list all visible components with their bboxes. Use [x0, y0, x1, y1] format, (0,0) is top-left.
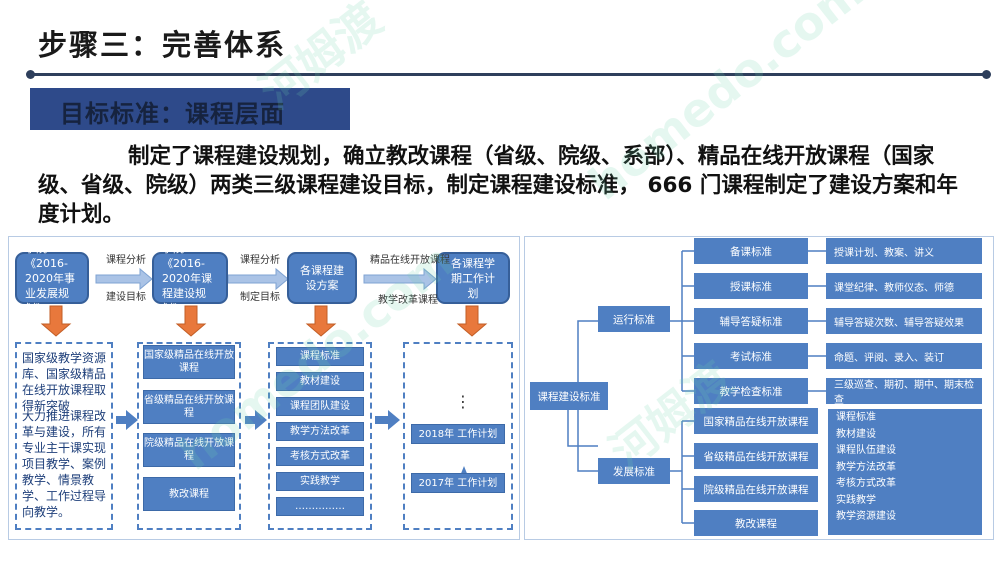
- down-arrow-3: [305, 305, 337, 337]
- arrow-label-bottom-2: 制定目标: [240, 292, 280, 303]
- annual-plan-column: [403, 342, 513, 530]
- flow-box-course-scheme: 各课程建设方案: [287, 252, 357, 304]
- dev-item: 国家精品在线开放课程: [694, 408, 818, 434]
- dev-subitem: 考核方式改革: [836, 478, 896, 489]
- run-item-desc: 授课计划、教案、讲义: [826, 238, 982, 264]
- flow-box-development-plan: 学院《2016-2020年事业发展规划》: [15, 242, 89, 315]
- down-arrow-2: [175, 305, 207, 337]
- run-item: 备课标准: [694, 238, 808, 264]
- down-arrow-4: [456, 305, 488, 337]
- dev-subitem: 教学方法改革: [836, 461, 896, 473]
- run-item-desc: 三级巡查、期初、期中、期末检查: [826, 378, 982, 406]
- col3-item: 教材建设: [276, 372, 364, 391]
- branch-run-standard: 运行标准: [598, 306, 670, 332]
- dev-subitem: 实践教学: [836, 494, 876, 506]
- arrow-right-2: [227, 267, 289, 291]
- run-item: 授课标准: [694, 273, 808, 299]
- arrow-right-3: [363, 267, 437, 291]
- col3-item: 教学方法改革: [276, 422, 364, 441]
- dev-subitem: 教学资源建设: [836, 511, 896, 522]
- col2-item: 院级精品在线开放课程: [143, 433, 235, 467]
- plan-2018: 2018年 工作计划: [411, 424, 505, 444]
- run-item-desc: 课堂纪律、教师仪态、师德: [826, 273, 982, 299]
- rule-dot-right: [982, 70, 991, 79]
- flow-box-course-plan: 学院《2016-2020年课程建设规划》: [152, 242, 228, 315]
- dev-subitem: 课程标准: [836, 412, 876, 423]
- run-item-desc: 辅导答疑次数、辅导答疑效果: [826, 308, 982, 334]
- goal-text-2: 大力推进课程改革与建设，所有专业主干课实现项目教学、案例教学、情景教学、工作过程…: [22, 409, 107, 519]
- arrow-label-top-1: 课程分析: [106, 255, 146, 266]
- arrow-label-top-3: 精品在线开放课程: [370, 255, 450, 266]
- col3-item: ……………: [276, 497, 364, 516]
- dev-item: 省级精品在线开放课程: [694, 443, 818, 469]
- dev-subitem: 课程队伍建设: [836, 445, 896, 456]
- build-content-column: [268, 342, 372, 530]
- arrow-right-1: [95, 267, 153, 291]
- col-arrow-2: [245, 410, 267, 430]
- col3-item: 课程标准: [276, 347, 364, 366]
- goal-text-1: 国家级教学资源库、国家级精品在线开放课程取得新突破: [22, 351, 107, 413]
- col2-item: 国家级精品在线开放课程: [143, 345, 235, 379]
- arrow-label-bottom-1: 建设目标: [106, 292, 146, 303]
- body-text: 制定了课程建设规划，确立教改课程（省级、院级、系部）、精品在线开放课程（国家级、…: [38, 144, 958, 227]
- dev-subitem: 教材建设: [836, 428, 876, 440]
- col-arrow-1: [116, 410, 138, 430]
- arrow-label-top-2: 课程分析: [240, 255, 280, 266]
- body-paragraph: 制定了课程建设规划，确立教改课程（省级、院级、系部）、精品在线开放课程（国家级、…: [38, 142, 968, 229]
- vertical-ellipsis: ⋮: [455, 392, 471, 411]
- col2-item: 教改课程: [143, 477, 235, 511]
- col3-item: 考核方式改革: [276, 447, 364, 466]
- run-item: 教学检查标准: [694, 378, 808, 404]
- dev-item: 院级精品在线开放课程: [694, 476, 818, 502]
- arrow-label-bottom-3: 教学改革课程: [378, 295, 438, 306]
- col-arrow-3: [375, 410, 400, 430]
- plan-2017: 2017年 工作计划: [411, 473, 505, 493]
- branch-dev-standard: 发展标准: [598, 458, 670, 484]
- run-item-desc: 命题、评阅、录入、装订: [826, 343, 982, 369]
- down-arrow-1: [40, 305, 72, 337]
- run-item: 考试标准: [694, 343, 808, 369]
- dev-subitems-box: 课程标准 教材建设 课程队伍建设 教学方法改革 考核方式改革 实践教学 教学资源…: [828, 409, 982, 535]
- right-tree-lines: [567, 250, 826, 524]
- dev-item: 教改课程: [694, 510, 818, 536]
- section-label: 目标标准：课程层面: [60, 100, 285, 128]
- run-item: 辅导答疑标准: [694, 308, 808, 334]
- course-type-column: [137, 342, 241, 530]
- flow-box-semester-plan: 各课程学期工作计划: [436, 252, 510, 304]
- section-bar: [30, 88, 350, 130]
- col3-item: 实践教学: [276, 472, 364, 491]
- col2-item: 省级精品在线开放课程: [143, 390, 235, 424]
- tree-root: 课程建设标准: [530, 382, 608, 410]
- col3-item: 课程团队建设: [276, 397, 364, 416]
- goal-text-box: [15, 342, 113, 530]
- slide-title: 步骤三：完善体系: [38, 28, 287, 62]
- title-rule: [30, 73, 986, 76]
